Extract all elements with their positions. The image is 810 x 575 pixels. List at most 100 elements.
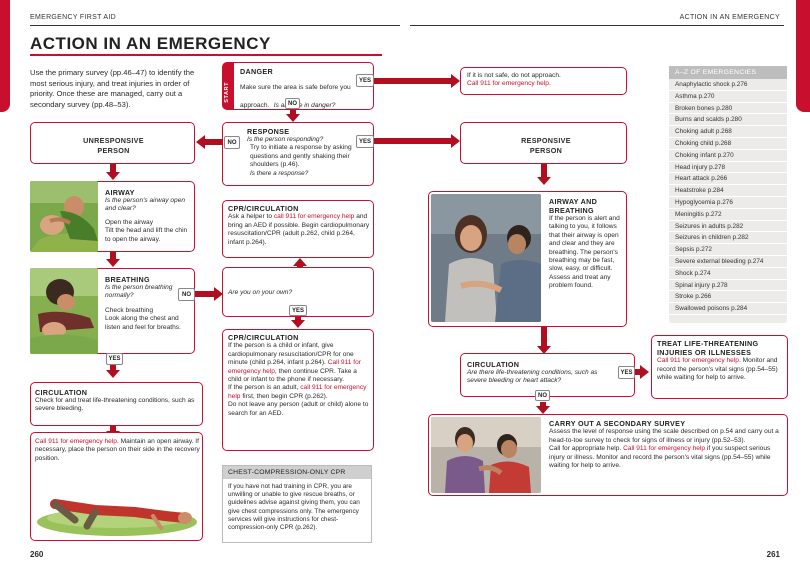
airway-breathing-heading: AIRWAY AND BREATHING (549, 197, 598, 215)
start-tab: START (223, 63, 234, 109)
cpr2-box: CPR/CIRCULATION If the person is a child… (222, 329, 374, 451)
breathing-heading: BREATHING (105, 275, 150, 284)
secondary-survey-text3: if you suspect serious injury or illness… (549, 445, 771, 470)
page-number-right: 261 (766, 550, 780, 559)
unresp-arrow (106, 172, 120, 180)
airway-breathing-text: If the person is alert and talking to yo… (549, 215, 620, 290)
az-item[interactable]: Heart attack p.266 (669, 173, 787, 186)
az-item[interactable]: Meningitis p.272 (669, 209, 787, 221)
az-item[interactable]: Asthma p.270 (669, 91, 787, 103)
danger-yes-connector (374, 78, 452, 84)
recovery-photo (35, 470, 198, 538)
ccpr-box: CHEST-COMPRESSION-ONLY CPR If you have n… (222, 465, 372, 543)
az-item[interactable]: Shock p.274 (669, 268, 787, 280)
alone-question: Are you on your own? (228, 289, 293, 296)
circulation-right-heading: CIRCULATION (467, 360, 520, 369)
cpr1-heading: CPR/CIRCULATION (228, 204, 299, 213)
left-edge-tab (0, 0, 10, 112)
az-item[interactable]: Swallowed poisons p.284 (669, 303, 787, 315)
cpr1-call: call 911 for emergency help (273, 213, 355, 221)
circ-right-no-connector (540, 402, 546, 407)
page-title: ACTION IN AN EMERGENCY (30, 34, 271, 53)
az-item[interactable]: Broken bones p.280 (669, 103, 787, 115)
response-yes-button[interactable]: YES (356, 135, 374, 148)
az-item[interactable]: Seizures in children p.282 (669, 232, 787, 245)
breathing-text: Look along the chest and listen and feel… (105, 315, 181, 331)
cpr1-text2: and bring an AED if possible. Begin card… (228, 213, 370, 246)
breathing-yes-connector (110, 365, 116, 371)
circ-right-yes-button[interactable]: YES (618, 366, 635, 379)
secondary-survey-text2: Call for appropriate help. (549, 445, 622, 453)
circulation-right-box: CIRCULATION Are there life-threatening c… (460, 353, 635, 397)
right-edge-tab (796, 0, 810, 112)
response-question2: Is there a response? (250, 169, 309, 177)
secondary-survey-photo (431, 417, 541, 493)
intro-text: Use the primary survey (pp.46–47) to ide… (30, 68, 195, 109)
cpr1-text1: Ask a helper to (228, 213, 272, 221)
breathing-photo (30, 268, 98, 354)
circ-left-connector (110, 426, 116, 432)
az-item[interactable]: Anaphylactic shock p.276 (669, 79, 787, 91)
secondary-survey-call: Call 911 for emergency help (623, 445, 706, 453)
airway-heading: AIRWAY (105, 188, 135, 197)
az-item[interactable]: Sepsis p.272 (669, 244, 787, 256)
breathing-no-connector (195, 291, 215, 297)
recovery-box: Call 911 for emergency help. Maintain an… (30, 432, 203, 541)
az-item[interactable]: Burns and scalds p.280 (669, 114, 787, 127)
circ-right-no-button[interactable]: NO (535, 390, 550, 401)
az-emergencies-panel: A–Z OF EMERGENCIES Anaphylactic shock p.… (669, 66, 787, 323)
az-item[interactable]: Choking adult p.268 (669, 126, 787, 138)
breathing-no-button[interactable]: NO (178, 288, 195, 301)
danger-heading: DANGER (240, 67, 273, 76)
response-question: Is the person responding? (247, 136, 324, 143)
not-safe-text: If it is not safe, do not approach. (467, 72, 561, 79)
cpr2-text4: first, then begin CPR (p.262). (242, 392, 328, 400)
response-no-button[interactable]: NO (224, 136, 240, 149)
airway-breathing-photo (431, 194, 541, 322)
az-item[interactable]: Heatstroke p.284 (669, 185, 787, 197)
response-no-arrow (196, 135, 205, 149)
ccpr-text: If you have not had training in CPR, you… (228, 483, 360, 532)
resp-arrow (537, 177, 551, 185)
life-threatening-box: TREAT LIFE-THREATENING INJURIES OR ILLNE… (651, 335, 788, 399)
breathing-yes-button[interactable]: YES (106, 353, 123, 365)
life-threatening-text: Monitor and record the person's vital si… (657, 357, 778, 381)
danger-no-arrow (286, 114, 300, 122)
az-item[interactable]: Choking infant p.270 (669, 150, 787, 162)
danger-yes-button[interactable]: YES (356, 74, 374, 87)
az-item[interactable]: Choking child p.268 (669, 138, 787, 150)
not-safe-call: Call 911 for emergency help. (467, 80, 551, 88)
secondary-survey-box: CARRY OUT A SECONDARY SURVEY Assess the … (428, 414, 788, 496)
danger-question: Is anyone in danger? (273, 102, 336, 109)
unresp-connector (110, 164, 116, 173)
breathing-question: Is the person breathing normally? (105, 284, 173, 300)
ccpr-heading: CHEST-COMPRESSION-ONLY CPR (223, 466, 371, 479)
circulation-left-box: CIRCULATION Check for and treat life-thr… (30, 382, 203, 426)
az-heading: A–Z OF EMERGENCIES (669, 66, 787, 79)
cpr2-text1: If the person is a child or infant, give… (228, 342, 354, 367)
response-no-connector (205, 139, 223, 145)
cpr2-text5: Do not leave any person (adult or child)… (228, 401, 369, 417)
responsive-box: RESPONSIVE PERSON (460, 122, 627, 164)
az-item[interactable]: Stroke p.266 (669, 291, 787, 304)
recovery-text: Maintain an open airway. If necessary, p… (35, 438, 200, 462)
alone-yes-button[interactable]: YES (289, 305, 307, 316)
running-header-right: ACTION IN AN EMERGENCY (679, 14, 780, 21)
resp-connector (541, 164, 547, 178)
airway-text: Tilt the head and lift the chin to open … (105, 227, 188, 243)
response-yes-connector (374, 138, 452, 144)
danger-no-button[interactable]: NO (285, 98, 300, 109)
az-item[interactable]: Spinal injury p.278 (669, 280, 787, 292)
cpr1-box: CPR/CIRCULATION Ask a helper to call 911… (222, 200, 374, 258)
breathing-yes-arrow (106, 370, 120, 378)
alone-yes-connector (295, 317, 301, 321)
circulation-left-text: Check for and treat life-threatening con… (35, 397, 195, 413)
ab-connector (541, 327, 547, 347)
az-item[interactable]: Seizures in adults p.282 (669, 221, 787, 233)
breathing-box: BREATHING Is the person breathing normal… (30, 268, 195, 354)
az-item[interactable]: Head injury p.278 (669, 162, 787, 174)
az-item[interactable]: Hypoglycemia p.276 (669, 197, 787, 209)
secondary-survey-heading: CARRY OUT A SECONDARY SURVEY (549, 419, 686, 428)
az-item[interactable]: Severe external bleeding p.274 (669, 256, 787, 268)
